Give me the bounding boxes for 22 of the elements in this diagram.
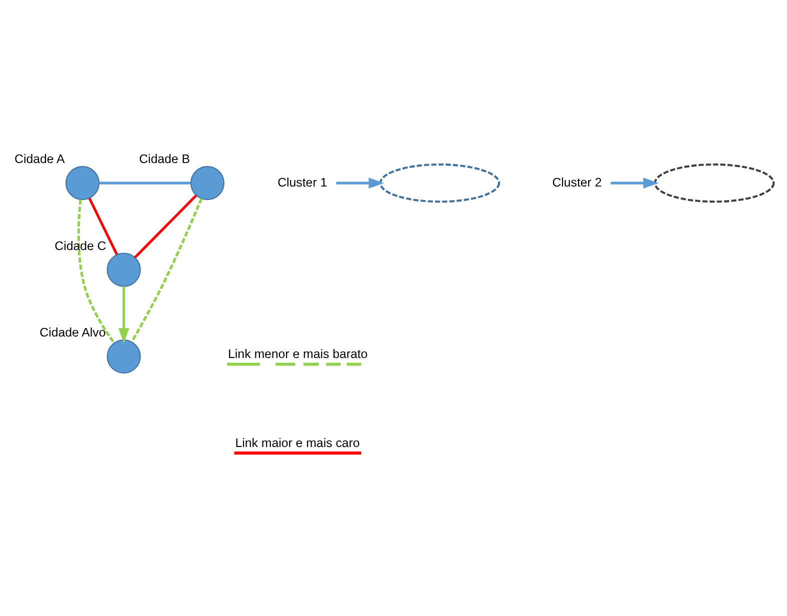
node-curve <box>379 162 500 202</box>
legend-label: Link maior e mais caro <box>235 435 360 450</box>
arrow <box>610 177 659 188</box>
node-circle <box>65 166 100 200</box>
connector <box>99 181 190 184</box>
connector <box>88 197 118 255</box>
node-label: Cidade Alvo <box>40 324 106 339</box>
connector <box>130 198 203 342</box>
node-circle <box>190 166 224 200</box>
connector <box>134 194 198 258</box>
node-text: Cluster 2 <box>552 174 602 189</box>
node-circle <box>106 252 141 286</box>
node-label: Cidade C <box>54 238 106 252</box>
node-curve <box>654 162 775 202</box>
legend-label: Link menor e mais barato <box>228 346 368 361</box>
node-circle <box>106 338 141 374</box>
node-label: Cidade B <box>139 152 190 166</box>
node-text: Cluster 1 <box>278 174 328 189</box>
node-label: Cidade A <box>14 152 65 166</box>
connector <box>77 199 115 343</box>
arrow <box>336 177 384 188</box>
arrow <box>118 286 130 344</box>
